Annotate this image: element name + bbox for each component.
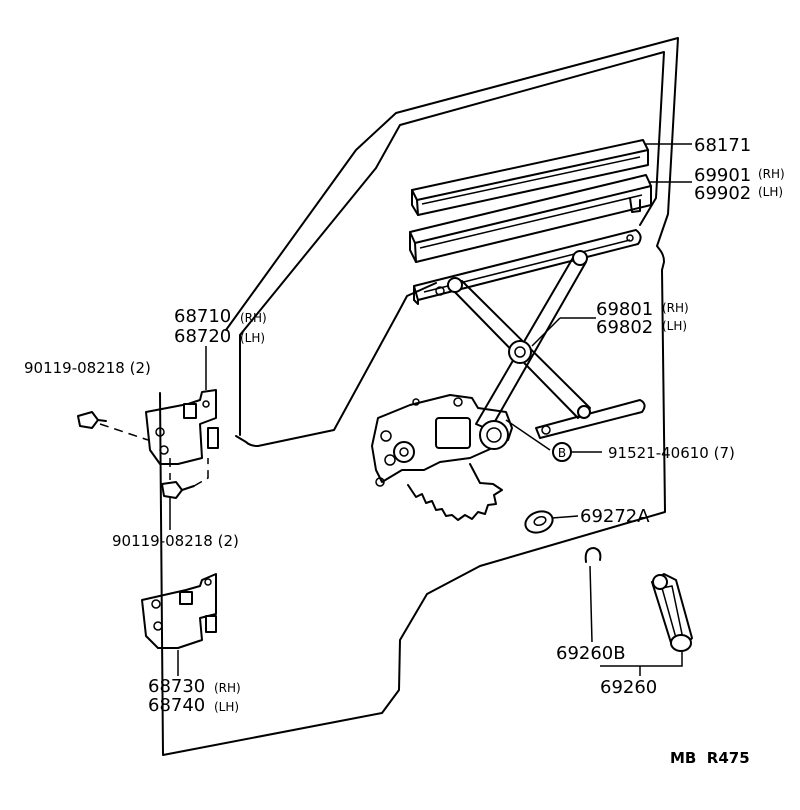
upper-hinge-68710 <box>145 389 219 465</box>
window-handle-69260 <box>651 573 693 652</box>
label-68730: 68730 <box>148 676 205 697</box>
label-68720: 68720 <box>174 326 231 347</box>
marker-B: B <box>552 442 572 462</box>
label-68710: 68710 <box>174 306 231 327</box>
label-68720-side: (LH) <box>240 331 265 345</box>
label-69801-side: (RH) <box>662 301 689 315</box>
label-68730-side: (RH) <box>214 681 241 695</box>
label-69260: 69260 <box>600 677 657 698</box>
door-outline <box>159 37 679 756</box>
label-90119-bottom: 90119-08218 (2) <box>112 532 239 550</box>
label-69802-side: (LH) <box>662 319 687 333</box>
label-69902: 69902 <box>694 183 751 204</box>
label-68171: 68171 <box>694 135 751 156</box>
label-69801: 69801 <box>596 299 653 320</box>
glass-channel-69901 <box>409 174 652 263</box>
footer-code: MB R475 <box>670 749 750 767</box>
label-68710-side: (RH) <box>240 311 267 325</box>
label-69901-side: (RH) <box>758 167 785 181</box>
label-69902-side: (LH) <box>758 185 783 199</box>
label-68740-side: (LH) <box>214 700 239 714</box>
clip-69260B <box>584 547 602 563</box>
label-91521: 91521-40610 (7) <box>608 444 735 462</box>
part-labels: 68171 69901 (RH) 69902 (LH) 69801 (RH) 6… <box>24 135 785 716</box>
label-69272A: 69272A <box>580 506 650 527</box>
label-90119-top: 90119-08218 (2) <box>24 359 151 377</box>
label-69901: 69901 <box>694 165 751 186</box>
bolt-90119-top <box>77 411 107 429</box>
reference-lines <box>99 423 209 487</box>
bolt-90119-bottom <box>161 481 195 499</box>
glass-channel-68171 <box>411 139 649 216</box>
window-regulator-69801 <box>371 229 646 521</box>
lower-hinge-68730 <box>141 573 217 649</box>
marker-B-label: B <box>558 446 566 460</box>
leader-lines <box>169 143 692 676</box>
label-68740: 68740 <box>148 695 205 716</box>
label-69260B: 69260B <box>556 643 626 664</box>
label-69802: 69802 <box>596 317 653 338</box>
washer-69272A <box>524 510 554 534</box>
